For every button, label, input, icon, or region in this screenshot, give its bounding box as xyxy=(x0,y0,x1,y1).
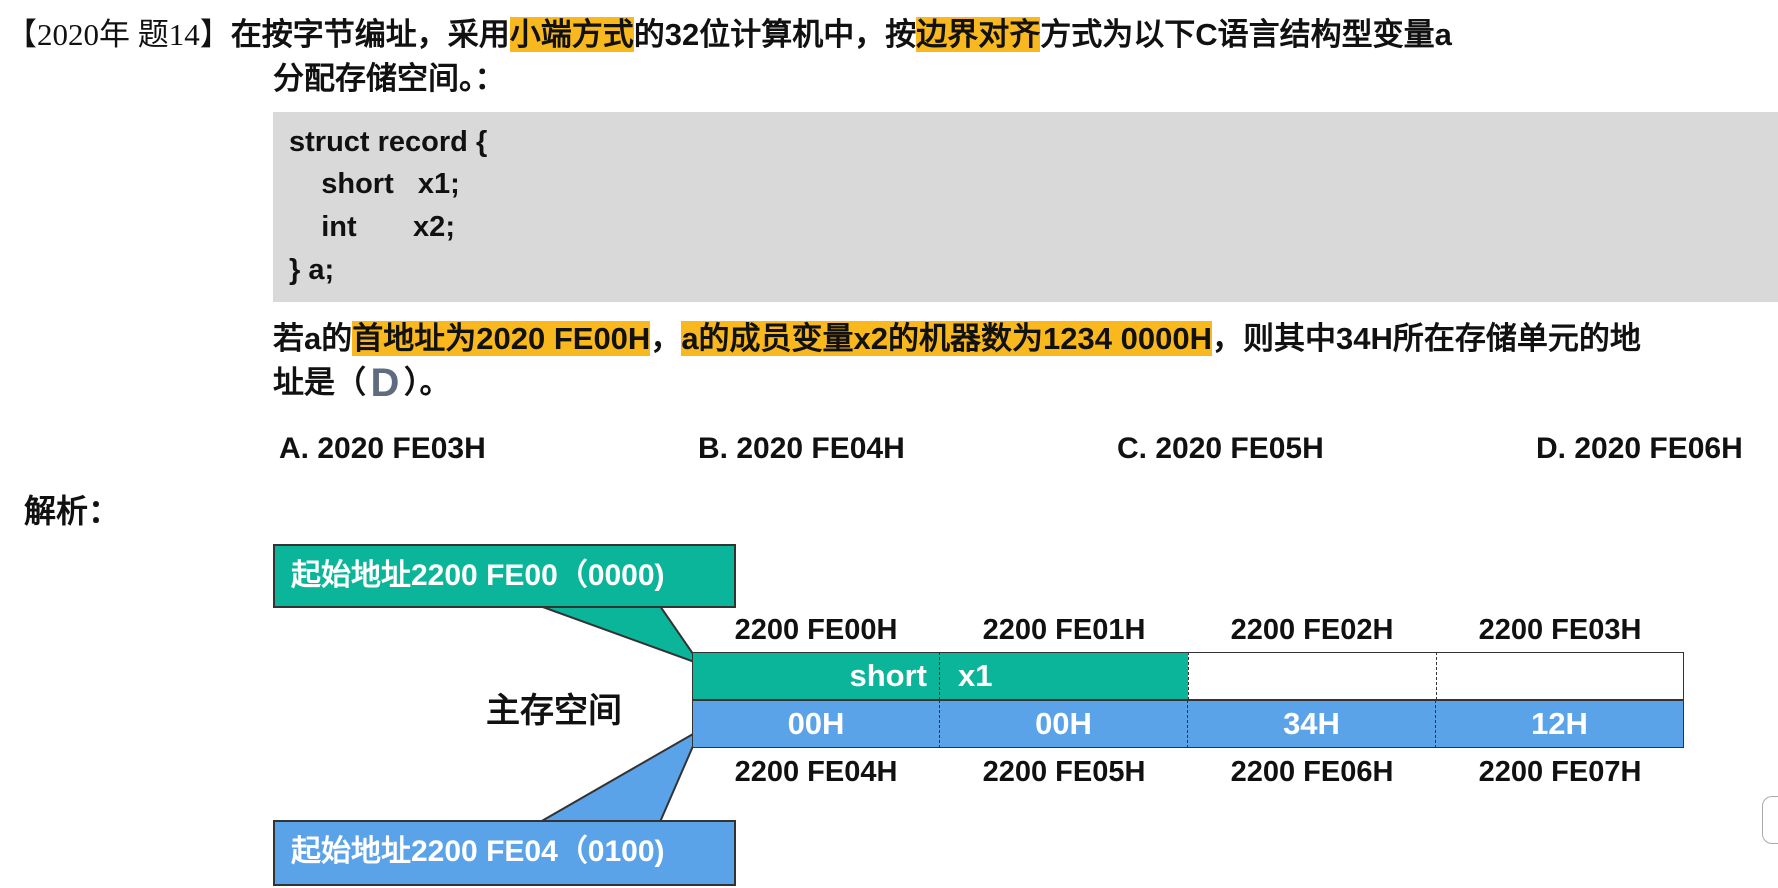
condition-text: ）。 xyxy=(404,365,451,400)
callout-top-pointer xyxy=(539,605,703,667)
callout-bottom-pointer xyxy=(536,727,703,823)
code-line: } a; xyxy=(289,254,335,286)
address-label: 2200 FE02H xyxy=(1230,614,1394,646)
condition-line-2: 址是（D）。 xyxy=(273,361,451,405)
address-label: 2200 FE00H xyxy=(734,614,898,646)
scroll-edge-handle[interactable] xyxy=(1762,796,1778,844)
condition-line-1: 若a的首地址为2020 FE00H，a的成员变量x2的机器数为1234 0000… xyxy=(273,320,1641,358)
option-b: B. 2020 FE04H xyxy=(698,432,905,465)
condition-text: 址是（ xyxy=(273,365,366,400)
code-line: struct record { xyxy=(289,126,488,158)
memory-cell-byte: 00H xyxy=(692,700,940,748)
memory-label: 主存空间 xyxy=(486,692,622,730)
memory-cell-empty xyxy=(1436,652,1684,700)
question-text-b: 的32位计算机中，按 xyxy=(633,17,917,52)
question-line-2: 分配存储空间。： xyxy=(273,61,506,96)
callout-bottom: 起始地址2200 FE04（0100) xyxy=(273,820,736,886)
question-tag: 【2020年 题14】 xyxy=(6,17,231,52)
highlight-little-endian: 小端方式 xyxy=(509,17,634,52)
memory-cell-byte: 00H xyxy=(940,700,1188,748)
code-line: int x2; xyxy=(289,211,455,243)
condition-text: ， xyxy=(650,321,682,356)
address-label: 2200 FE05H xyxy=(982,756,1146,788)
option-c: C. 2020 FE05H xyxy=(1117,432,1324,465)
highlight-base-address: 首地址为2020 FE00H xyxy=(352,321,651,356)
callout-top: 起始地址2200 FE00（0000) xyxy=(273,544,736,608)
condition-text: 若a的 xyxy=(273,321,353,356)
analysis-label: 解析： xyxy=(24,493,121,529)
memory-cell-byte: 12H xyxy=(1436,700,1684,748)
address-label: 2200 FE06H xyxy=(1230,756,1394,788)
address-label: 2200 FE03H xyxy=(1478,614,1642,646)
question-text-c: 方式为以下C语言结构型变量a xyxy=(1040,17,1452,52)
address-label: 2200 FE07H xyxy=(1478,756,1642,788)
address-label: 2200 FE01H xyxy=(982,614,1146,646)
memory-cell-empty xyxy=(1188,652,1436,700)
answer-letter: D xyxy=(370,361,400,405)
question-line-1: 【2020年 题14】在按字节编址，采用小端方式的32位计算机中，按边界对齐方式… xyxy=(6,16,1452,54)
highlight-x2-value: a的成员变量x2的机器数为1234 0000H xyxy=(681,321,1212,356)
memory-cell-byte: 34H xyxy=(1188,700,1436,748)
option-a: A. 2020 FE03H xyxy=(279,432,486,465)
option-d: D. 2020 FE06H xyxy=(1536,432,1743,465)
highlight-boundary-align: 边界对齐 xyxy=(916,17,1041,52)
code-line: short x1; xyxy=(289,168,460,200)
memory-cell-x1: x1 xyxy=(940,652,1188,700)
condition-text: ，则其中34H所在存储单元的地 xyxy=(1211,321,1641,356)
question-text-a: 在按字节编址，采用 xyxy=(230,17,510,52)
address-label: 2200 FE04H xyxy=(734,756,898,788)
memory-cell-short: short xyxy=(692,652,940,700)
code-block: struct record { short x1; int x2; } a; xyxy=(273,112,1778,302)
